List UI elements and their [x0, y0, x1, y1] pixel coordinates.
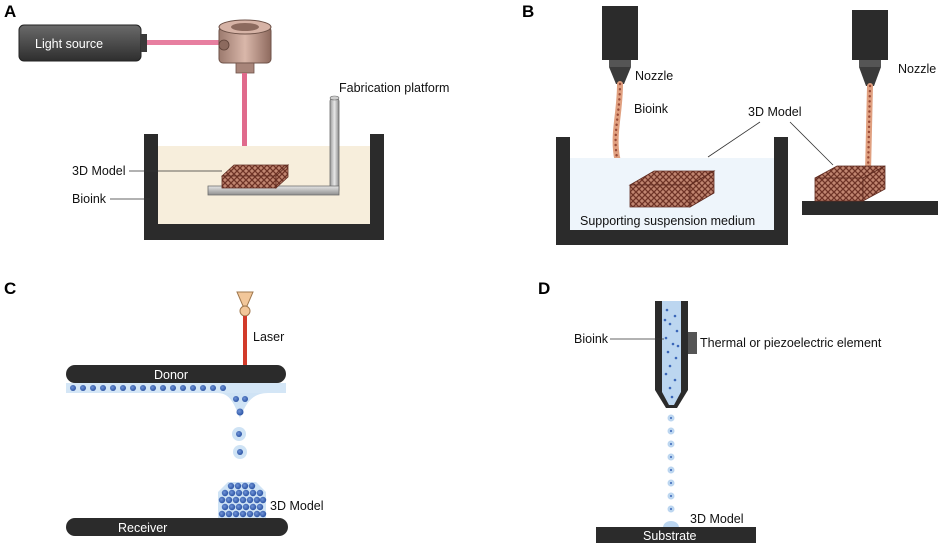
- medium-label: Supporting suspension medium: [580, 214, 755, 228]
- bioink-strand-right: [865, 83, 873, 175]
- scaffold-b1: [628, 170, 716, 208]
- laser-beam: [243, 316, 247, 366]
- panel-letter-b: B: [522, 2, 534, 21]
- nozzle-label-left: Nozzle: [635, 69, 673, 83]
- nozzle-left: [602, 6, 638, 84]
- inkjet-head: [655, 301, 697, 408]
- substrate: [596, 527, 756, 543]
- nozzle-label-right: Nozzle: [898, 62, 936, 76]
- panel-letter-a: A: [4, 2, 16, 21]
- receiver-label: Receiver: [118, 521, 167, 535]
- laser-label: Laser: [253, 330, 284, 344]
- fabrication-platform-label: Fabrication platform: [339, 81, 449, 95]
- panel-c: C Laser Donor: [4, 279, 324, 536]
- nozzle-right: [852, 10, 888, 86]
- laser-jet: [218, 393, 268, 418]
- model-d: [663, 521, 679, 527]
- light-source: Light source: [18, 24, 147, 62]
- model-label-c: 3D Model: [270, 499, 324, 513]
- panel-letter-d: D: [538, 279, 550, 298]
- light-beam-horizontal: [147, 40, 219, 45]
- falling-droplets-c: [232, 427, 247, 459]
- light-beam-vertical: [242, 73, 247, 166]
- model-leader-b2: [789, 121, 834, 166]
- piezo-element: [688, 332, 697, 354]
- scaffold-a: [220, 164, 290, 189]
- element-label: Thermal or piezoelectric element: [700, 336, 882, 350]
- model-leader-b1: [707, 121, 761, 158]
- donor-label: Donor: [154, 368, 188, 382]
- model-label-a: 3D Model: [72, 164, 126, 178]
- panel-b: B Nozzle Bioink Supporting suspension me…: [522, 2, 938, 245]
- substrate-label: Substrate: [643, 529, 697, 543]
- panel-a: A Light source: [4, 2, 449, 240]
- receiver-slide: [66, 518, 288, 536]
- model-c: [218, 482, 267, 518]
- optical-head: [218, 19, 272, 74]
- bioink-label-a: Bioink: [72, 192, 107, 206]
- bioink-label-b: Bioink: [634, 102, 669, 116]
- droplet-stream-d: [667, 414, 675, 513]
- panel-d: D Bioink Thermal or piezoelectric elemen…: [538, 279, 882, 543]
- platform-right: [802, 201, 938, 215]
- light-source-label: Light source: [35, 37, 103, 51]
- scaffold-b2: [814, 165, 886, 202]
- donor-slide: [66, 365, 286, 383]
- model-label-b: 3D Model: [748, 105, 802, 119]
- donor-cells: [70, 385, 226, 391]
- model-label-d: 3D Model: [690, 512, 744, 526]
- bioink-label-d: Bioink: [574, 332, 609, 346]
- laser-source: [236, 291, 254, 317]
- panel-letter-c: C: [4, 279, 16, 298]
